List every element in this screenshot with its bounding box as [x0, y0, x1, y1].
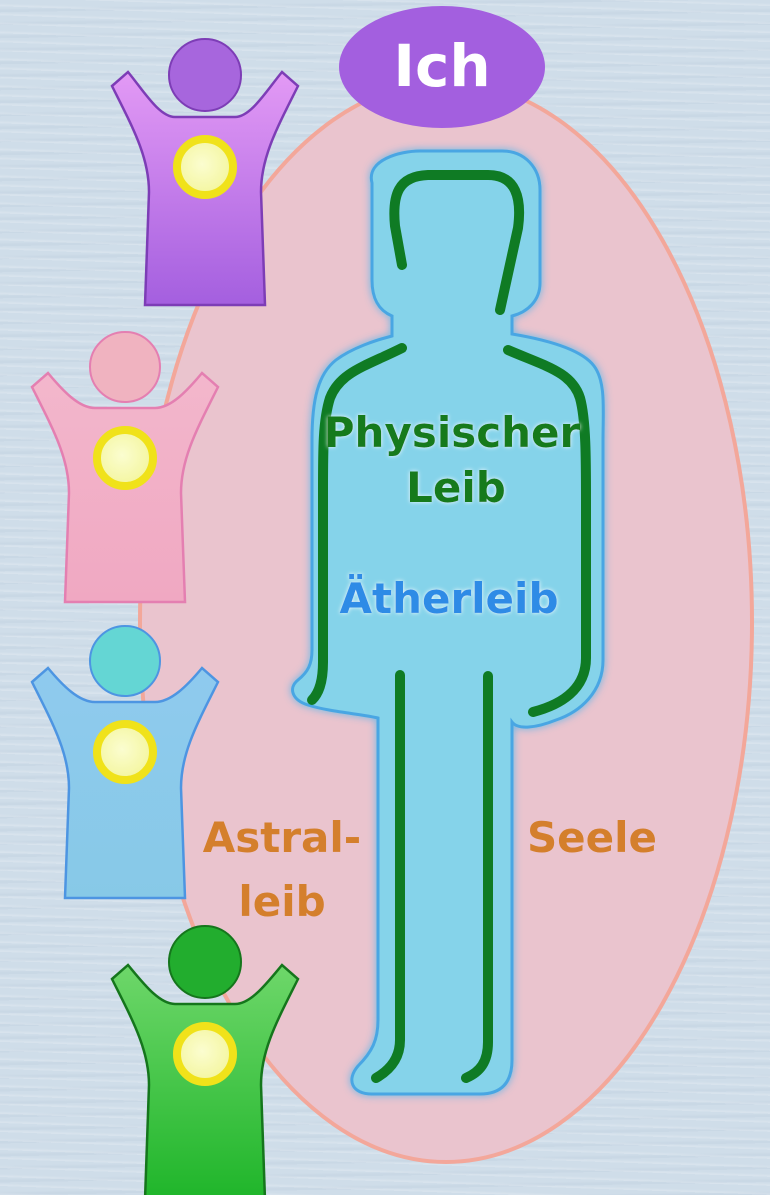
green-figure-head: [169, 926, 241, 998]
ich-label: Ich: [393, 32, 490, 100]
sun-icon: [97, 724, 153, 780]
astral-leib-label: leib: [238, 877, 325, 926]
blue-figure-head: [90, 626, 160, 696]
seele-label: Seele: [527, 813, 657, 862]
aetherleib-label: Ätherleib: [339, 573, 558, 623]
physischer-label: Physischer: [324, 408, 581, 457]
purple-figure-head: [169, 39, 241, 111]
sun-icon: [177, 1026, 233, 1082]
sun-icon: [177, 139, 233, 195]
astral-label: Astral-: [203, 813, 361, 862]
leib-label: Leib: [406, 463, 506, 512]
pink-figure-head: [90, 332, 160, 402]
sun-icon: [97, 430, 153, 486]
